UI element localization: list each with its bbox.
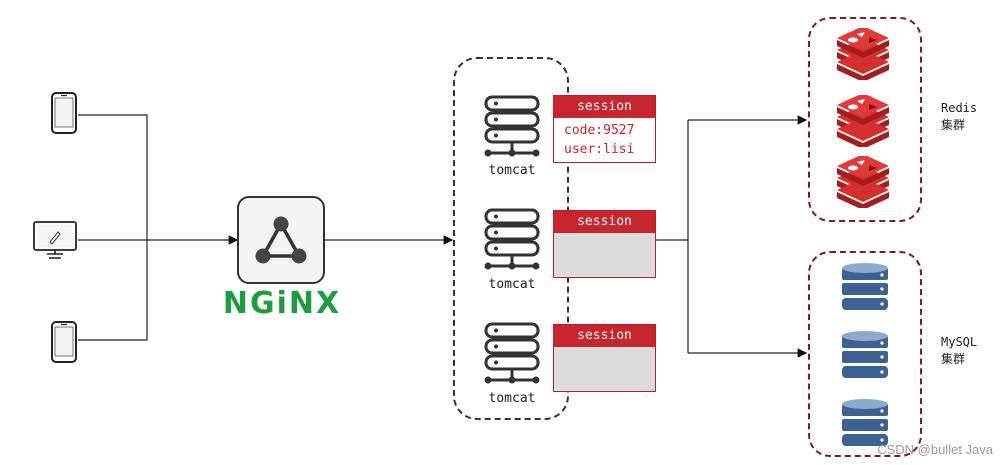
- database-icon: [842, 263, 888, 310]
- server-icon: [484, 95, 540, 157]
- nginx-triangle-icon: [255, 216, 307, 264]
- session-box: session code:9527 user:lisi: [553, 95, 656, 163]
- redis-cluster-word: 集群: [941, 118, 966, 132]
- mysql-cluster-label: MySQL 集群: [941, 334, 977, 368]
- nginx-logo: NGiNX: [222, 286, 342, 321]
- server-icon: [484, 322, 540, 384]
- session-title: session: [554, 96, 655, 118]
- tomcat-label: tomcat: [488, 277, 536, 292]
- session-content: code:9527 user:lisi: [554, 118, 655, 162]
- mysql-cluster: [808, 251, 922, 457]
- phone-icon: [51, 321, 77, 363]
- nginx-node: [237, 196, 325, 284]
- session-content: [554, 233, 655, 277]
- redis-cluster: [808, 17, 922, 222]
- watermark: CSDN @bullet Java: [877, 442, 993, 457]
- session-content: [554, 347, 655, 391]
- session-title: session: [554, 325, 655, 347]
- database-icon: [842, 399, 888, 446]
- redis-icon: [837, 28, 889, 80]
- tomcat-label: tomcat: [488, 391, 536, 406]
- server-icon: [484, 208, 540, 270]
- desktop-icon: [33, 221, 77, 259]
- redis-icon: [837, 95, 889, 147]
- session-box: session: [553, 324, 656, 392]
- session-line-code: code:9527: [564, 123, 635, 138]
- redis-cluster-label: Redis 集群: [941, 100, 977, 134]
- redis-icon: [837, 156, 889, 208]
- mysql-label: MySQL: [941, 335, 978, 349]
- mysql-cluster-word: 集群: [941, 352, 966, 366]
- session-box: session: [553, 210, 656, 278]
- database-icon: [842, 331, 888, 378]
- phone-icon: [51, 92, 77, 134]
- tomcat-label: tomcat: [488, 163, 536, 178]
- session-title: session: [554, 211, 655, 233]
- session-line-user: user:lisi: [564, 142, 635, 157]
- redis-label: Redis: [941, 101, 978, 115]
